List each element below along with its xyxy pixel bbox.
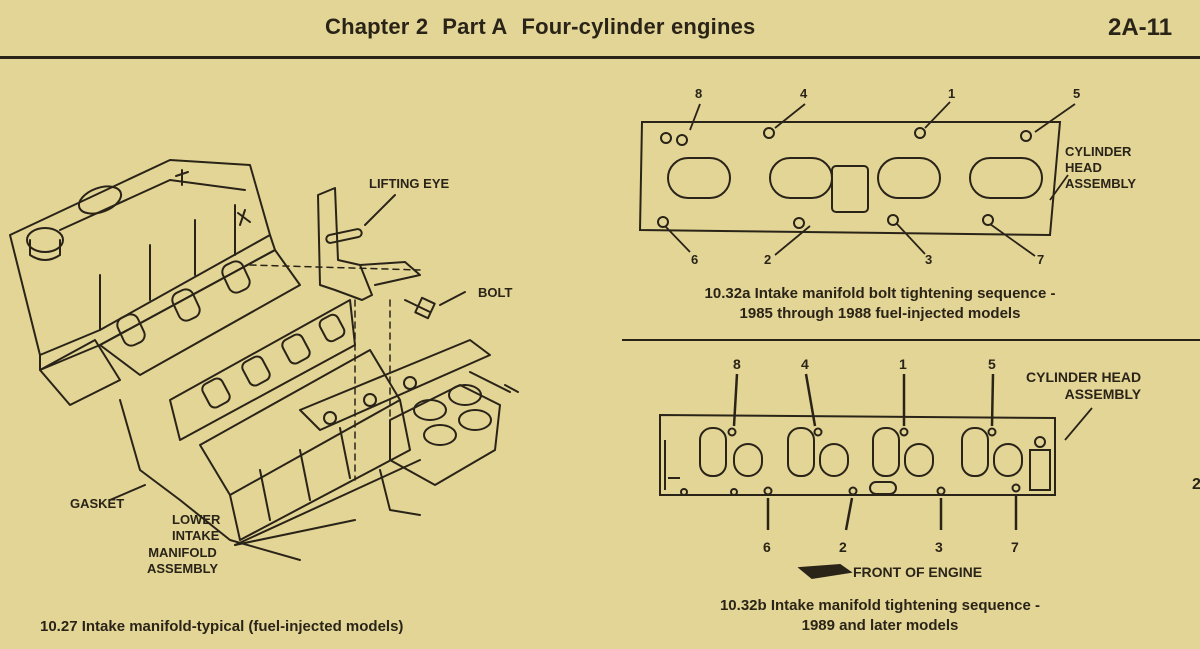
seq-b-top-1: 8: [733, 356, 741, 372]
cylinder-head-label-a: CYLINDER HEAD ASSEMBLY: [1065, 144, 1137, 191]
port-a3: [877, 157, 941, 199]
seq-a-top-4: 5: [1073, 86, 1081, 101]
intake-manifold-illustration: [9, 159, 519, 561]
seq-a-bottom-2: 2: [764, 252, 772, 267]
runner-b4: [961, 427, 989, 477]
page-header-title: Chapter 2 Part A Four-cylinder engines: [325, 14, 756, 40]
lower-intake-manifold-label: LOWER INTAKE: [172, 512, 221, 543]
seq-b-top-3: 1: [899, 356, 907, 372]
section-divider: [622, 339, 1200, 341]
lower-intake-manifold-label-2: MANIFOLD ASSEMBLY: [147, 545, 219, 576]
center-port-a: [831, 165, 869, 213]
flange-outline-a: [638, 121, 1062, 237]
page-number: 2A-11: [1108, 14, 1173, 41]
seq-a-bottom-1: 6: [691, 252, 699, 267]
bolt-label: BOLT: [478, 285, 513, 300]
header-rule: [0, 56, 1200, 59]
port-a4: [969, 157, 1043, 199]
lifting-eye: [317, 187, 373, 301]
seq-a-top-2: 4: [800, 86, 808, 101]
seq-a-top-3: 1: [948, 86, 956, 101]
cylinder-head-label-b: CYLINDER HEAD ASSEMBLY: [1026, 369, 1142, 402]
front-arrow-icon: [797, 563, 853, 580]
figure-caption-10-32b: 10.32b Intake manifold tightening sequen…: [719, 597, 1041, 634]
figure-caption-10-27: 10.27 Intake manifold-typical (fuel-inje…: [40, 618, 404, 635]
seq-b-bottom-2: 2: [839, 539, 847, 555]
header-chapter: Chapter 2: [325, 14, 429, 39]
header-title-text: Four-cylinder engines: [521, 14, 756, 39]
seq-a-bottom-3: 3: [925, 252, 933, 267]
seq-b-bottom-4: 7: [1011, 539, 1019, 555]
runner-b1: [699, 427, 727, 477]
seq-b-top-4: 5: [988, 356, 996, 372]
seq-b-bottom-1: 6: [763, 539, 771, 555]
seq-b-bottom-3: 3: [935, 539, 943, 555]
front-of-engine-label: FRONT OF ENGINE: [853, 564, 983, 580]
gasket-label: GASKET: [70, 496, 125, 511]
figure-caption-10-32a: 10.32a Intake manifold bolt tightening s…: [704, 285, 1056, 322]
seq-a-top-1: 8: [695, 86, 703, 101]
flange-outline-b: [659, 413, 1056, 496]
seq-b-top-2: 4: [801, 356, 809, 372]
runner-b2: [787, 427, 815, 477]
port-a1: [667, 157, 731, 199]
runner-b3: [872, 427, 900, 477]
emblem-icon: [77, 185, 123, 215]
seq-a-bottom-4: 7: [1037, 252, 1045, 267]
oil-cap-icon: [26, 227, 64, 253]
page-edge-mark: 2: [1192, 476, 1200, 493]
header-part: Part A: [442, 14, 508, 39]
lifting-eye-label: LIFTING EYE: [369, 176, 450, 191]
